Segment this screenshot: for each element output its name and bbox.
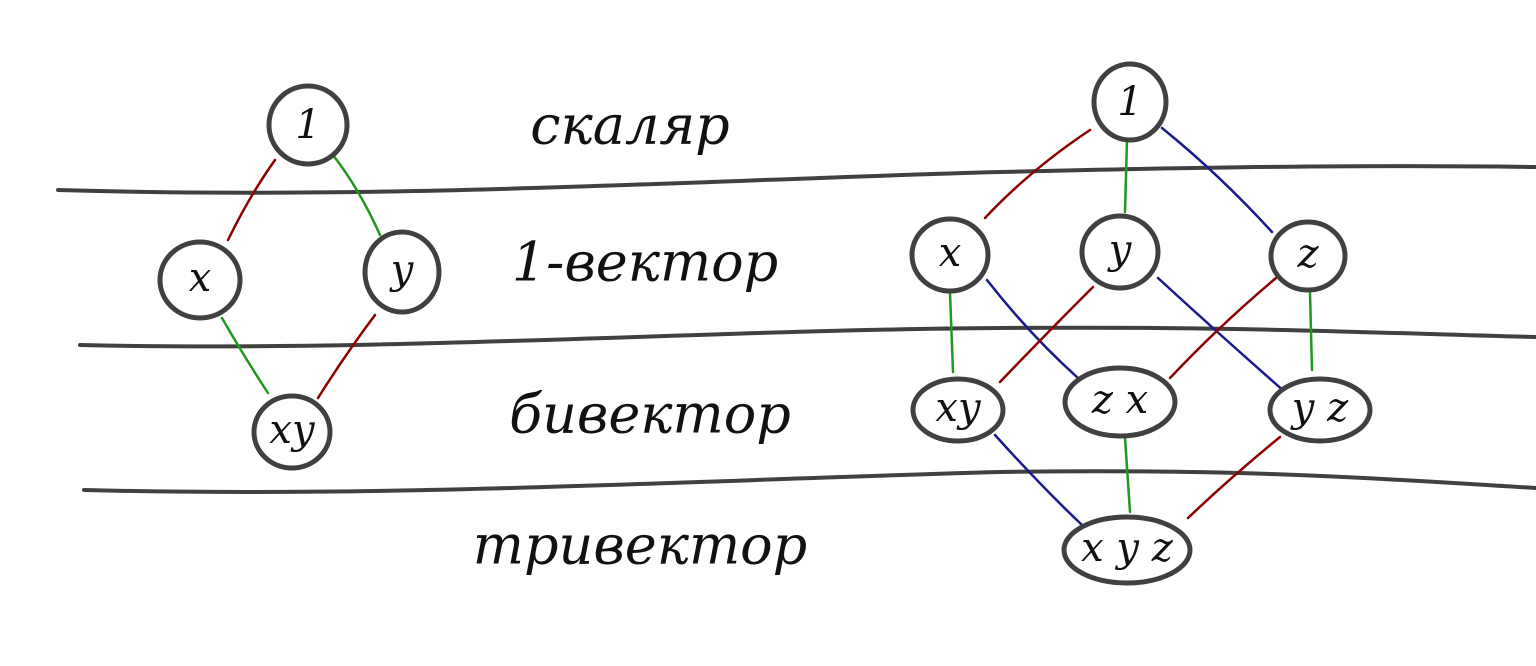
right-node-yz: y z bbox=[1267, 376, 1373, 444]
edge-z-yz bbox=[1308, 291, 1314, 372]
node-label: 1 bbox=[1117, 79, 1142, 125]
node-label: y z bbox=[1290, 385, 1349, 431]
edge-x-zx bbox=[985, 278, 1080, 380]
right-node-y: y bbox=[1079, 213, 1161, 291]
edge-y-yz bbox=[1156, 276, 1287, 394]
node-label: y bbox=[1107, 227, 1133, 273]
edge-x-xy bbox=[220, 316, 270, 395]
right-node-xy: xy bbox=[910, 376, 1006, 444]
edge-x-xy bbox=[948, 291, 955, 374]
node-label: xy bbox=[269, 407, 316, 453]
edge-zx-xyz bbox=[1123, 436, 1132, 514]
edge-yz-xyz bbox=[1186, 435, 1282, 520]
grade-label-vector: 1-вектор bbox=[512, 231, 779, 294]
left-node-1: 1 bbox=[266, 83, 350, 167]
right-node-1: 1 bbox=[1091, 61, 1169, 143]
separator-line-1 bbox=[56, 164, 1536, 195]
right-edges bbox=[948, 126, 1314, 527]
grade-label-trivector: тривектор bbox=[473, 514, 807, 577]
separator-line-2 bbox=[78, 325, 1536, 349]
left-edges bbox=[220, 153, 382, 400]
edge-1-x bbox=[226, 158, 277, 242]
edge-1-y bbox=[1123, 138, 1129, 214]
node-label: xy bbox=[935, 385, 982, 431]
edge-1-z bbox=[1160, 126, 1274, 234]
edge-1-y bbox=[331, 153, 382, 237]
edge-y-xy bbox=[316, 313, 377, 400]
right-node-z: z bbox=[1268, 219, 1348, 293]
edge-1-x bbox=[983, 128, 1092, 220]
node-label: x bbox=[189, 255, 212, 301]
edge-z-zx bbox=[1168, 276, 1278, 380]
left-node-x: x bbox=[157, 239, 243, 321]
right-node-zx: z x bbox=[1062, 365, 1178, 439]
separator-line-3 bbox=[82, 469, 1536, 494]
left-node-y: y bbox=[362, 229, 442, 315]
node-label: x y z bbox=[1081, 525, 1174, 571]
right-node-xyz: x y z bbox=[1061, 514, 1193, 586]
grade-label-scalar: скаляр bbox=[530, 94, 729, 157]
node-label: z bbox=[1296, 231, 1319, 277]
node-label: 1 bbox=[295, 102, 320, 148]
node-label: z x bbox=[1091, 377, 1148, 423]
node-label: x bbox=[939, 230, 962, 276]
edge-y-xy bbox=[998, 285, 1095, 384]
node-label: y bbox=[389, 247, 415, 293]
right-node-x: x bbox=[909, 216, 991, 294]
grade-label-bivector: бивектор bbox=[509, 383, 791, 446]
left-node-xy: xy bbox=[251, 393, 333, 471]
edge-xy-xyz bbox=[993, 433, 1084, 527]
